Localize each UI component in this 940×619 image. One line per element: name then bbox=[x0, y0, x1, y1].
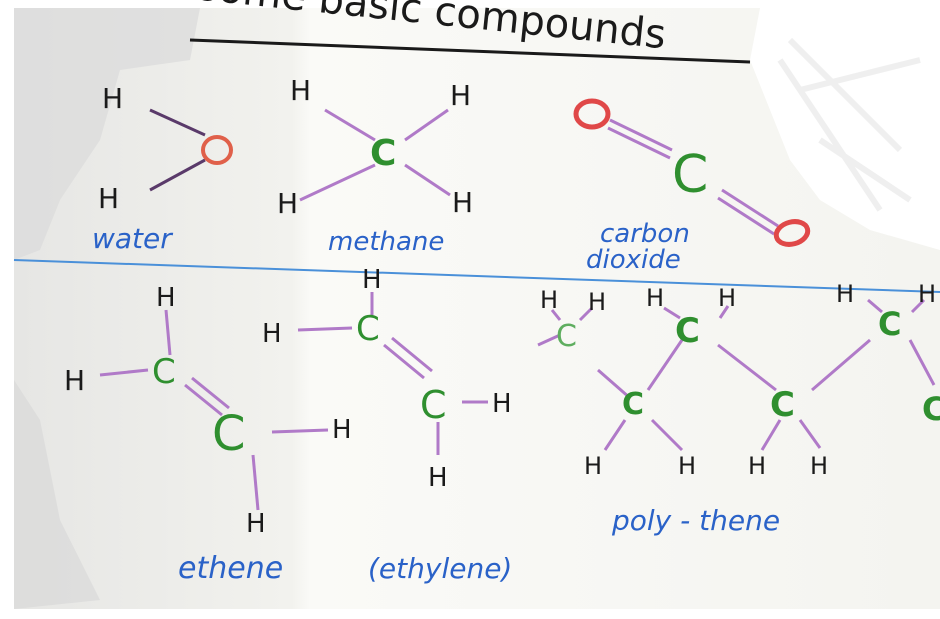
hydrogen-atom: H bbox=[588, 288, 606, 316]
bond bbox=[717, 343, 777, 392]
section-divider bbox=[13, 259, 940, 293]
ethene-molecule-alt: C C H H H H bbox=[262, 265, 512, 493]
bond bbox=[191, 376, 230, 410]
carbon-atom: C bbox=[356, 309, 380, 349]
hydrogen-atom: H bbox=[277, 187, 298, 220]
label-ethene: ethene bbox=[178, 551, 283, 586]
carbon-atom: C bbox=[622, 387, 644, 422]
bond bbox=[299, 163, 376, 202]
carbon-dioxide-molecule: C bbox=[573, 98, 811, 247]
carbon-atom: C bbox=[672, 145, 708, 205]
hydrogen-atom: H bbox=[452, 186, 473, 219]
bond bbox=[717, 196, 775, 236]
carbon-atom: C bbox=[212, 406, 246, 462]
bond bbox=[164, 309, 172, 356]
bond bbox=[908, 339, 936, 386]
bond bbox=[646, 339, 684, 391]
hydrogen-atom: H bbox=[540, 286, 558, 314]
hydrogen-atom: H bbox=[428, 463, 448, 493]
bond bbox=[663, 306, 681, 320]
hydrogen-atom: H bbox=[450, 79, 471, 112]
scribble-strokes bbox=[777, 37, 921, 212]
bond bbox=[404, 163, 451, 197]
bond bbox=[149, 158, 206, 192]
title-underline bbox=[189, 38, 751, 64]
bond bbox=[391, 336, 433, 373]
bond bbox=[910, 298, 926, 314]
bond bbox=[149, 108, 206, 137]
hydrogen-atom: H bbox=[156, 283, 176, 313]
bond bbox=[297, 326, 353, 332]
oxygen-atom bbox=[573, 98, 611, 130]
hydrogen-atom: H bbox=[492, 389, 512, 419]
bond bbox=[798, 419, 822, 449]
hydrogen-atom: H bbox=[836, 280, 854, 308]
hydrogen-atom: H bbox=[362, 265, 382, 295]
bond bbox=[550, 309, 562, 321]
label-carbon-dioxide-line1: carbon bbox=[600, 219, 690, 249]
label-polythene: poly - thene bbox=[611, 504, 780, 537]
hydrogen-atom: H bbox=[678, 452, 696, 480]
bond bbox=[383, 343, 425, 380]
label-ethylene: (ethylene) bbox=[368, 552, 512, 585]
carbon-atom: C bbox=[152, 352, 176, 392]
hydrogen-atom: H bbox=[810, 452, 828, 480]
water-molecule: H H bbox=[98, 82, 233, 215]
ethene-molecule: C C H H H H bbox=[64, 283, 352, 539]
hydrogen-atom: H bbox=[98, 182, 119, 215]
bond bbox=[578, 306, 594, 322]
hydrogen-atom: H bbox=[646, 284, 664, 312]
bond bbox=[650, 418, 684, 452]
left-smudge bbox=[14, 8, 200, 260]
carbon-atom: C bbox=[878, 305, 901, 343]
carbon-atom: C bbox=[370, 133, 396, 174]
bond bbox=[184, 383, 223, 417]
left-smudge-lower bbox=[14, 380, 100, 609]
methane-molecule: C H H H H bbox=[277, 74, 473, 220]
bond bbox=[271, 428, 329, 434]
hydrogen-atom: H bbox=[718, 284, 736, 312]
bond bbox=[251, 454, 260, 511]
oxygen-atom bbox=[773, 219, 811, 247]
bond bbox=[609, 118, 673, 152]
label-methane: methane bbox=[328, 227, 444, 257]
bond bbox=[99, 368, 149, 377]
bond bbox=[607, 126, 671, 160]
carbon-atom: C bbox=[922, 390, 940, 428]
hydrogen-atom: H bbox=[918, 280, 936, 308]
label-carbon-dioxide-line2: dioxide bbox=[586, 245, 681, 275]
label-water: water bbox=[92, 222, 173, 255]
bond bbox=[721, 188, 779, 228]
carbon-atom: C bbox=[556, 319, 577, 354]
hydrogen-atom: H bbox=[332, 415, 352, 445]
bond bbox=[811, 338, 871, 392]
bond bbox=[718, 305, 730, 319]
carbon-atom: C bbox=[770, 385, 795, 425]
hydrogen-atom: H bbox=[64, 364, 85, 397]
bond bbox=[760, 419, 782, 451]
hydrogen-atom: H bbox=[102, 82, 123, 115]
carbon-atom: C bbox=[420, 383, 447, 427]
bond bbox=[597, 368, 631, 400]
bond bbox=[603, 419, 627, 451]
bond bbox=[537, 333, 561, 347]
hydrogen-atom: H bbox=[748, 452, 766, 480]
hydrogen-atom: H bbox=[584, 452, 602, 480]
bond bbox=[867, 298, 883, 314]
hydrogen-atom: H bbox=[246, 509, 266, 539]
carbon-atom: C bbox=[675, 311, 700, 351]
bond bbox=[404, 108, 449, 142]
bond bbox=[324, 108, 376, 142]
hydrogen-atom: H bbox=[262, 319, 282, 349]
oxygen-atom bbox=[201, 135, 233, 165]
polythene-chain: C C C C C C H H H H H H H H H H bbox=[537, 280, 940, 480]
hydrogen-atom: H bbox=[290, 74, 311, 107]
